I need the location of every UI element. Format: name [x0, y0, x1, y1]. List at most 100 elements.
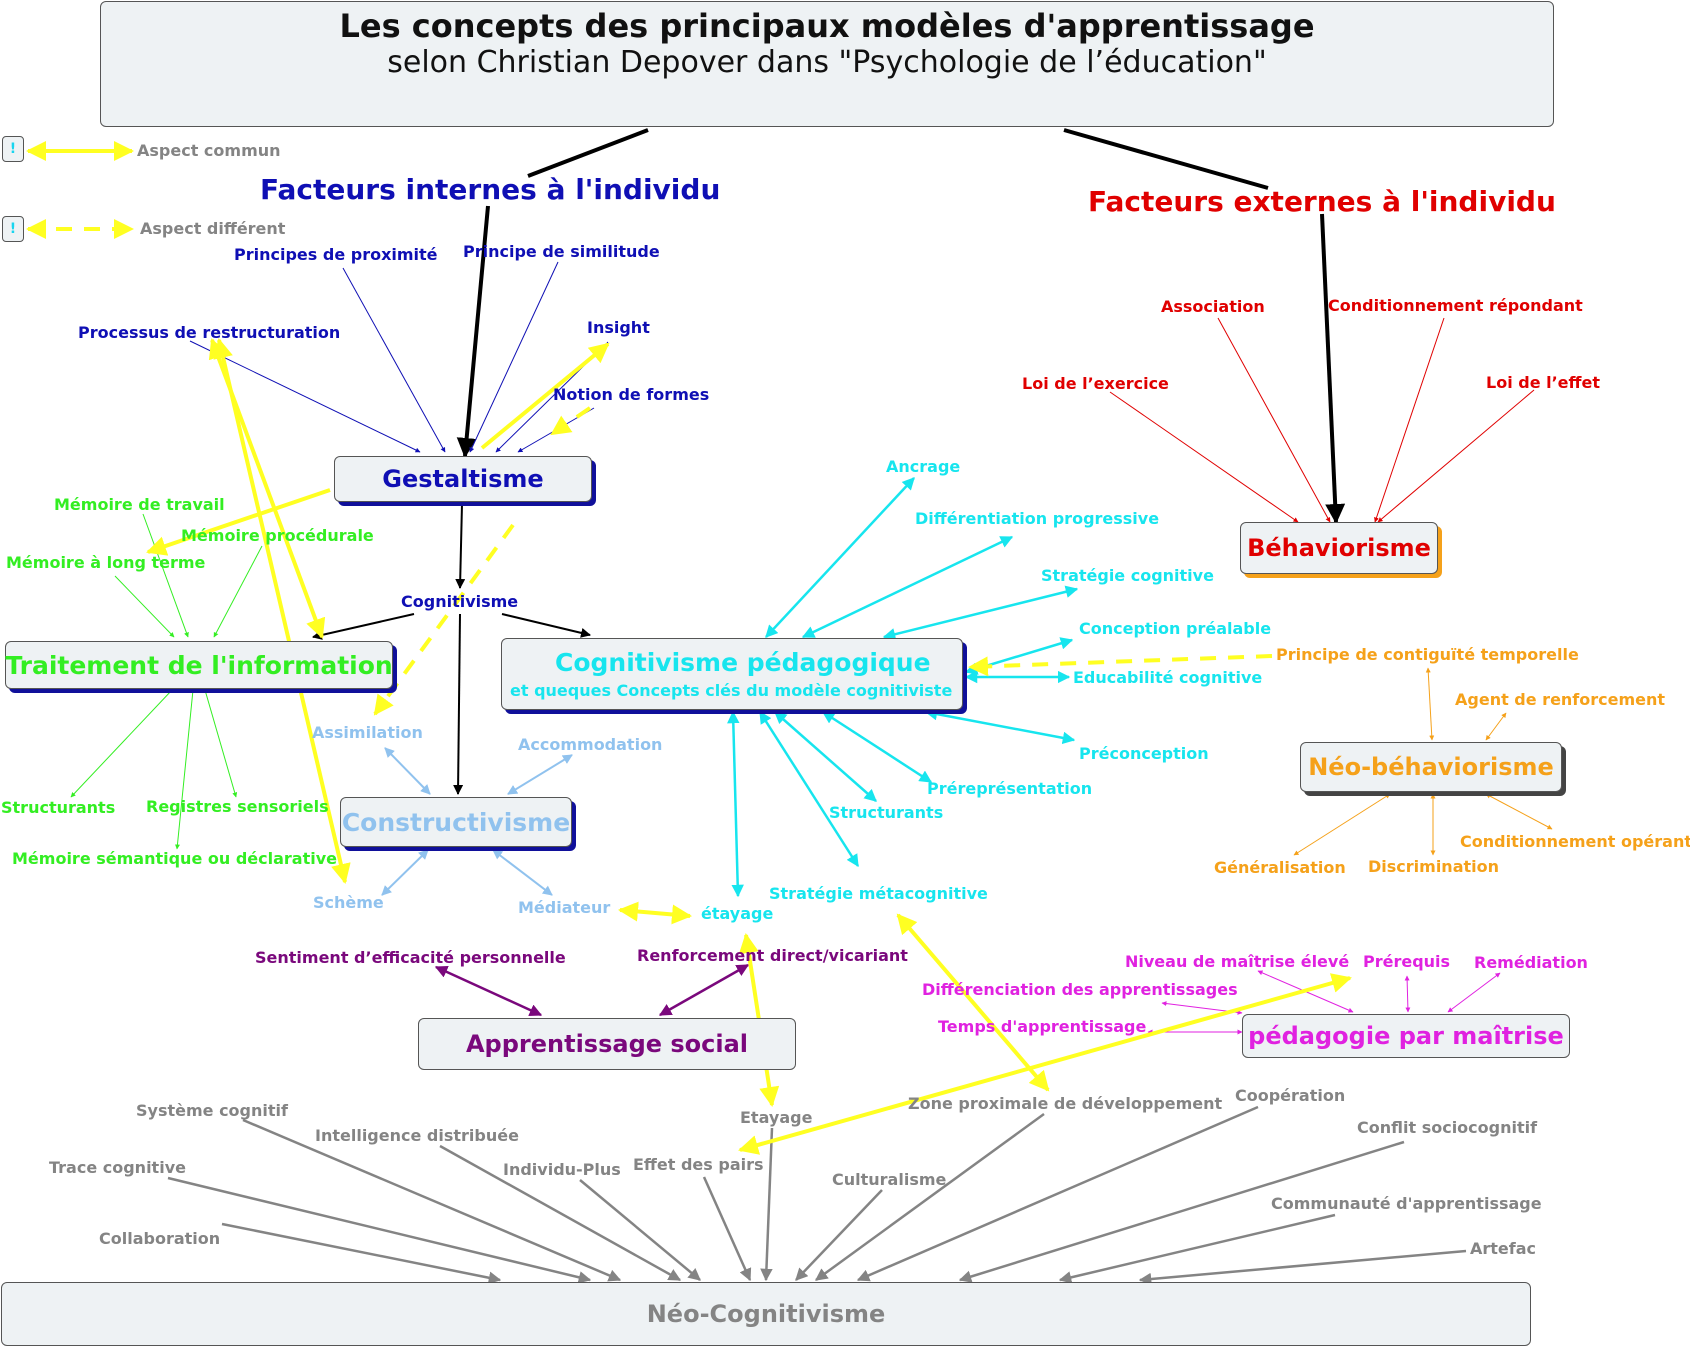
connector-43 [658, 963, 750, 1017]
connector-59 [1058, 1213, 1336, 1284]
concept-law-of-exercise: Loi de l’exercice [1022, 374, 1169, 393]
connector-61 [1138, 1249, 1467, 1286]
connector-11 [1109, 391, 1299, 523]
concept-restructuring: Processus de restructuration [78, 323, 341, 342]
connector-29 [882, 585, 1079, 641]
node-neo-cognitivism: Néo-Cognitivisme [1, 1282, 1531, 1346]
node-gestaltism: Gestaltisme [334, 456, 592, 502]
connector-54 [760, 1127, 774, 1282]
connector-17 [142, 513, 189, 638]
connector-0 [527, 128, 649, 178]
concept-anchoring: Ancrage [886, 457, 961, 476]
connector-33 [821, 710, 933, 784]
concept-cognitive-educability: Educabilité cognitive [1073, 668, 1263, 687]
concept-mediator: Médiateur [518, 898, 611, 917]
connector-6 [469, 261, 559, 453]
concept-law-of-effect: Loi de l’effet [1486, 373, 1600, 392]
title-line-1: Les concepts des principaux modèles d'ap… [339, 7, 1315, 45]
connector-1 [1063, 128, 1269, 190]
connector-69 [896, 913, 1050, 1092]
concept-working-memory: Mémoire de travail [54, 495, 225, 514]
legend-badge-common: ! [2, 136, 24, 162]
connector-16 [453, 613, 464, 795]
concept-insight: Insight [587, 318, 650, 337]
concept-collaboration: Collaboration [99, 1229, 221, 1248]
concept-remediation: Remédiation [1474, 953, 1588, 972]
concept-reinforcement-agent: Agent de renforcement [1455, 690, 1666, 709]
concept-learning-community: Communauté d'apprentissage [1271, 1194, 1542, 1213]
connector-37 [1425, 667, 1435, 741]
connector-41 [1485, 793, 1553, 830]
concept-association: Association [1161, 297, 1265, 316]
concept-scaffolding: étayage [701, 904, 774, 923]
connector-21 [174, 689, 194, 850]
concept-accommodation: Accommodation [518, 735, 663, 754]
node-social-learning: Apprentissage social [418, 1018, 796, 1070]
concept-etayage: Etayage [740, 1108, 813, 1127]
connector-5 [342, 267, 446, 453]
legend-label-common: Aspect commun [137, 141, 281, 160]
connector-70 [738, 973, 1352, 1155]
concept-long-term-memory: Mémoire à long terme [6, 553, 206, 572]
connector-38 [1485, 712, 1507, 741]
node-neo-behaviorism: Néo-béhaviorisme [1300, 742, 1562, 792]
pedagogical-cognitivism-subtitle: et queques Concepts clés du modèle cogni… [510, 681, 953, 700]
concept-forms: Notion de formes [553, 385, 710, 404]
concept-sociocognitive-conflict: Conflit sociocognitif [1357, 1118, 1538, 1137]
concept-cognitive-trace: Trace cognitive [49, 1158, 186, 1177]
node-mastery-learning: pédagogie par maîtrise [1242, 1014, 1570, 1058]
concept-metacognitive-strategy: Stratégie métacognitive [769, 884, 988, 903]
concept-distributed-intelligence: Intelligence distribuée [315, 1126, 519, 1145]
connector-65 [146, 488, 331, 556]
connector-18 [213, 545, 263, 638]
connector-24 [507, 754, 573, 795]
connector-45 [1404, 975, 1411, 1013]
concept-preconception: Préconception [1079, 744, 1209, 763]
concept-operant-conditioning: Conditionnement opérant [1460, 832, 1690, 851]
connector-12 [1377, 389, 1535, 523]
node-behaviorism: Béhaviorisme [1240, 522, 1438, 574]
concept-cooperation: Coopération [1235, 1086, 1346, 1105]
heading-external-factors: Facteurs externes à l'individu [1088, 185, 1556, 218]
concept-cognitive-strategy: Stratégie cognitive [1041, 566, 1214, 585]
concept-zone-proximal: Zone proximale de développement [908, 1094, 1223, 1113]
connector-20 [70, 689, 173, 798]
concept-reinforcement-vicarious: Renforcement direct/vicariant [637, 946, 908, 965]
connector-27 [765, 477, 915, 638]
concept-differentiated-learning: Différenciation des apprentissages [922, 980, 1238, 999]
concept-scheme: Schème [313, 893, 384, 912]
connector-58 [795, 1189, 883, 1281]
connector-36 [727, 710, 744, 898]
connector-60 [221, 1222, 502, 1284]
concept-generalization: Généralisation [1214, 858, 1346, 877]
node-constructivism: Constructivisme [340, 797, 572, 847]
connector-22 [204, 689, 238, 798]
concept-discrimination: Discrimination [1368, 857, 1500, 876]
legend-label-different: Aspect différent [140, 219, 286, 238]
pedagogical-cognitivism-title: Cognitivisme pédagogique [555, 648, 931, 677]
concept-cognitive-system: Système cognitif [136, 1101, 288, 1120]
connector-57 [958, 1140, 1405, 1283]
concept-respondent-conditioning: Conditionnement répondant [1328, 296, 1583, 315]
connector-64 [213, 338, 351, 884]
connector-26 [492, 849, 553, 896]
connector-52 [579, 1179, 701, 1281]
concept-similarity: Principe de similitude [463, 242, 660, 261]
node-information-processing: Traitement de l'information [5, 641, 393, 689]
connector-2 [456, 205, 490, 458]
connector-15 [501, 613, 591, 638]
connector-42 [434, 965, 543, 1017]
concept-prerequisites: Prérequis [1363, 952, 1451, 971]
concept-peer-effect: Effet des pairs [633, 1155, 764, 1174]
connector-72 [968, 654, 1273, 677]
connector-67 [618, 901, 692, 925]
connector-3 [1320, 213, 1346, 524]
concept-structurants-info: Structurants [1, 798, 116, 817]
concept-assimilation: Assimilation [312, 723, 423, 742]
concept-progressive-differentiation: Différentiation progressive [915, 509, 1160, 528]
concept-learning-time: Temps d'apprentissage [938, 1017, 1147, 1036]
connector-13 [455, 503, 466, 589]
title-line-2: selon Christian Depover dans "Psychologi… [387, 44, 1267, 80]
connector-56 [856, 1105, 1259, 1282]
